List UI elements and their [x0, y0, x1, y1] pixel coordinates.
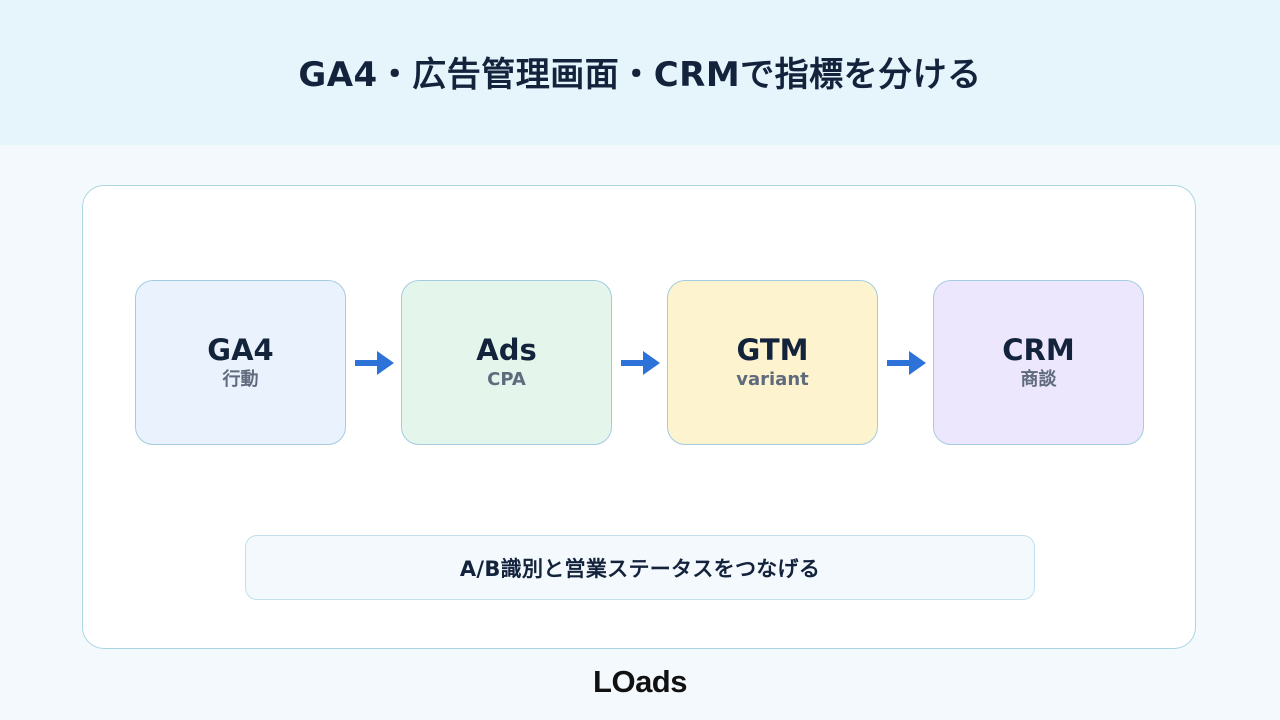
arrow-right-icon — [887, 351, 926, 375]
flow-card-gtm: GTM variant — [667, 280, 878, 445]
brand-logo: LOads — [593, 664, 687, 699]
page-title: GA4・広告管理画面・CRMで指標を分ける — [298, 55, 982, 95]
flow-card-ads: Ads CPA — [401, 280, 612, 445]
flow-card-subtitle: CPA — [487, 369, 526, 391]
summary-note-text: A/B識別と営業ステータスをつなげる — [459, 556, 821, 581]
flow-card-crm: CRM 商談 — [933, 280, 1144, 445]
arrow-right-icon — [621, 351, 660, 375]
flow-card-title: CRM — [1002, 333, 1075, 368]
header-band: GA4・広告管理画面・CRMで指標を分ける — [0, 0, 1280, 145]
flow-card-title: Ads — [476, 333, 537, 368]
flow-card-subtitle: 行動 — [222, 369, 259, 391]
flow-card-title: GTM — [736, 333, 809, 368]
arrow-right-icon — [355, 351, 394, 375]
flow-card-ga4: GA4 行動 — [135, 280, 346, 445]
flow-card-subtitle: variant — [736, 369, 809, 391]
flow-card-title: GA4 — [207, 333, 274, 368]
flow-card-subtitle: 商談 — [1020, 369, 1057, 391]
summary-note: A/B識別と営業ステータスをつなげる — [245, 535, 1035, 600]
